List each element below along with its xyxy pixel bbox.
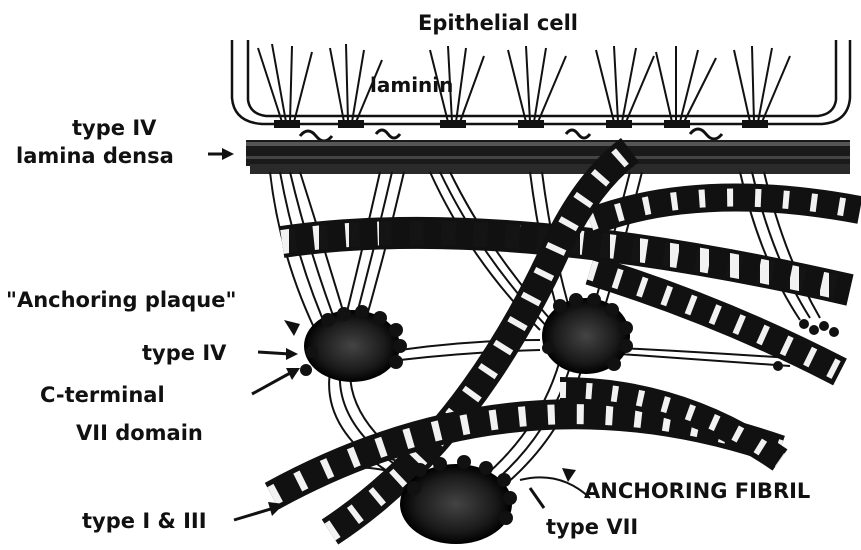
- anchoring-fibril-label: ANCHORING FIBRIL: [584, 479, 810, 503]
- vii-domain-label: VII domain: [76, 421, 203, 445]
- laminin-filaments: [258, 44, 790, 122]
- lamina-densa-arrow: [208, 148, 234, 160]
- type-iv-plaque-arrow: [258, 348, 298, 360]
- laminin-label: laminin: [370, 73, 453, 97]
- c-terminal-label: C-terminal: [40, 383, 165, 407]
- lamina-densa-label: lamina densa: [16, 144, 174, 168]
- anchoring-plaque-label: "Anchoring plaque": [6, 288, 236, 312]
- c-terminal-arrow: [252, 368, 300, 394]
- type-iv-plaque-label: type IV: [142, 341, 227, 365]
- type-vii-arrow: [530, 488, 544, 508]
- anchoring-plaque-arrow: [284, 320, 300, 336]
- type-i-iii-label: type I & III: [82, 509, 207, 533]
- type-vii-label: type VII: [546, 515, 638, 539]
- lamina-densa-band: [246, 140, 850, 174]
- type-iv-top-label: type IV: [72, 116, 157, 140]
- epithelial-cell-label: Epithelial cell: [418, 11, 578, 35]
- anchoring-fibril-arrow: [562, 468, 576, 482]
- laminin-squiggles: [300, 129, 722, 141]
- type-i-iii-arrow: [234, 502, 284, 520]
